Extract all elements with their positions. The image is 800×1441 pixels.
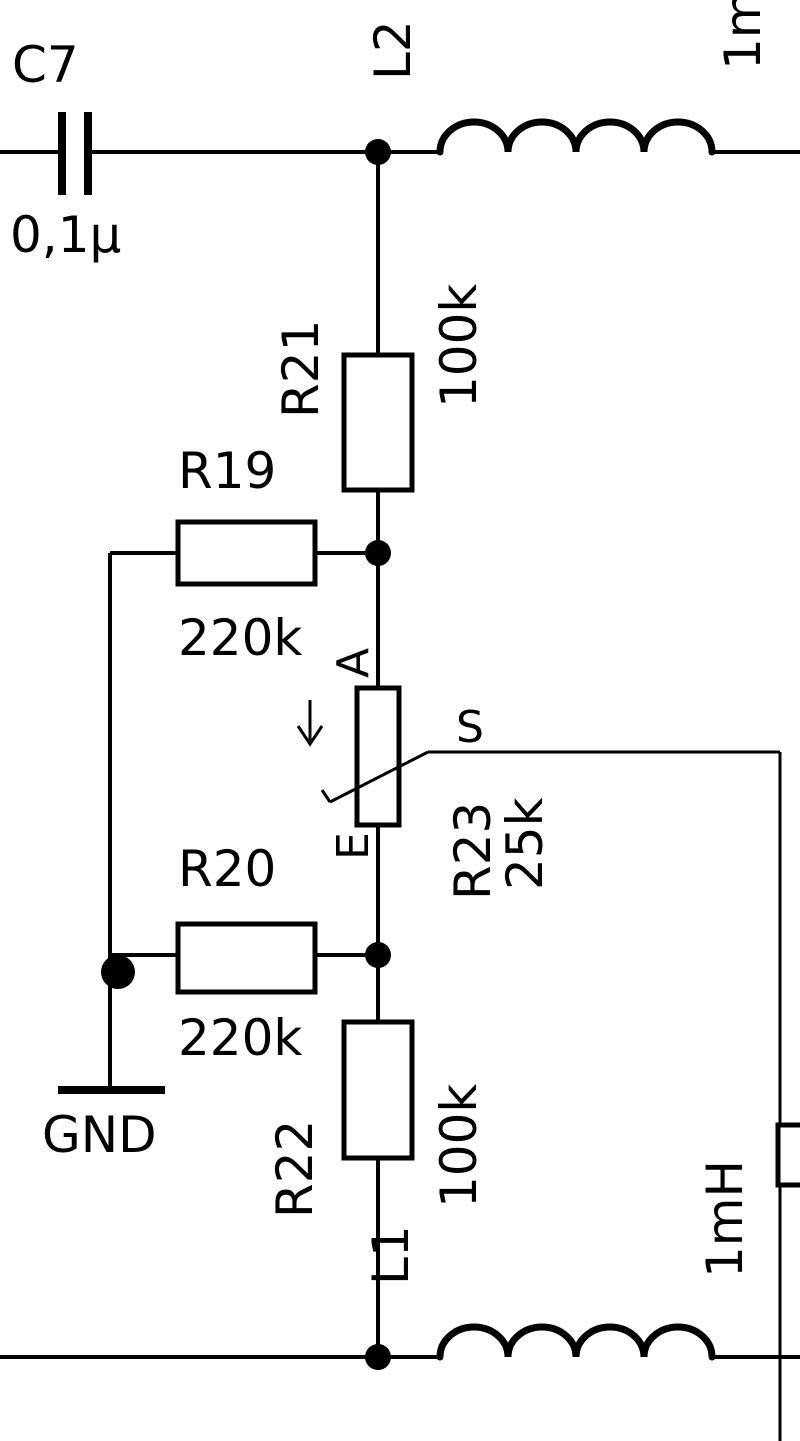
r21-value: 100k [430, 284, 488, 408]
r20-value: 220k [178, 1009, 302, 1067]
potentiometer-r23: A E S R23 25k [296, 648, 782, 1441]
node-ground [101, 955, 135, 989]
l1-ref: L1 [362, 1225, 420, 1285]
r20-ref: R20 [178, 840, 276, 898]
resistor-r22: R22 100k [266, 1019, 488, 1218]
r22-value: 100k [430, 1084, 488, 1208]
r23-pin-a: A [328, 648, 379, 678]
gnd-label: GND [42, 1106, 157, 1164]
r21-ref: R21 [272, 320, 330, 418]
r23-value: 25k [496, 797, 554, 890]
capacitor-c7: C7 0,1µ [10, 36, 121, 264]
edge-component-stub [775, 1122, 800, 1188]
r22-ref: R22 [266, 1120, 324, 1218]
r19-value: 220k [178, 609, 302, 667]
l1-value: 1mH [696, 1160, 754, 1278]
l2-ref: L2 [364, 20, 422, 80]
resistor-r19: R19 220k [110, 442, 378, 667]
resistor-r20: R20 220k [110, 840, 378, 1067]
c7-value: 0,1µ [10, 206, 121, 264]
r23-pin-s: S [456, 702, 484, 753]
r19-ref: R19 [178, 442, 276, 500]
node-bottom [365, 1344, 391, 1370]
c7-ref: C7 [12, 36, 79, 94]
r23-ref: R23 [444, 802, 502, 900]
l2-value: 1m [714, 0, 772, 70]
resistor-r21: R21 100k [272, 284, 488, 493]
r23-pin-e: E [328, 832, 379, 860]
inductor-l1: L1 1mH [362, 1160, 754, 1361]
ground-branch: GND [42, 553, 165, 1164]
inductor-l2: L2 1m [364, 0, 772, 156]
